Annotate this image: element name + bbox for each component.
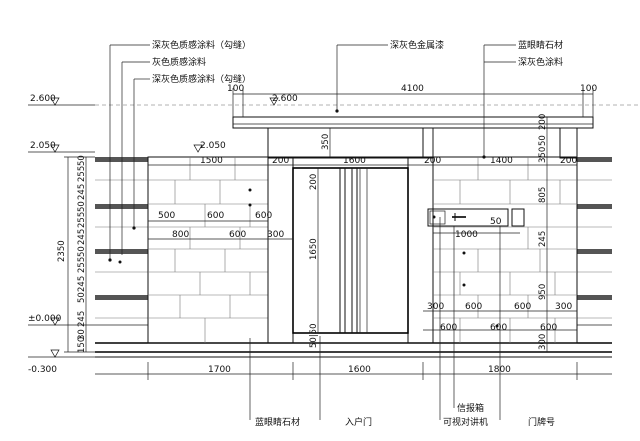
label-dark-grey-paint: 深灰色涂料 <box>518 56 563 68</box>
dim-top-1400: 1400 <box>490 156 513 166</box>
dim-lw-600c: 600 <box>229 230 246 240</box>
label-dark-grey-metal: 深灰色金属漆 <box>390 39 444 51</box>
level-2050-mid: 2.050 <box>193 141 226 153</box>
dim-rw-600d: 600 <box>490 323 507 333</box>
dim-805: 805 <box>538 187 548 203</box>
dim-245: 245 <box>538 231 548 247</box>
dim-lw-300: 300 <box>267 230 284 240</box>
inner-vertical-dims: 350 200 1650 50|50 200 50 350 805 245 95… <box>309 114 548 352</box>
level-minus300: -0.300 <box>28 349 95 375</box>
canopy <box>232 116 594 159</box>
dim-bottom-1700: 1700 <box>208 365 231 375</box>
dim-left-seg-1: 255 <box>77 166 87 182</box>
dim-rw-600b: 600 <box>514 302 531 312</box>
dim-bottom-1800: 1800 <box>488 365 511 375</box>
dim-door-200: 200 <box>309 174 319 190</box>
label-dark-grey-textured-2: 深灰色质感涂料（勾缝） <box>152 73 251 85</box>
dim-left-seg-3: 50 <box>77 201 87 212</box>
entry-door <box>339 168 368 333</box>
label-dark-grey-textured: 深灰色质感涂料（勾缝） <box>152 39 251 51</box>
bottom-dims: 1700 1600 1800 <box>95 362 612 380</box>
label-blue-eye-stone: 蓝眼睛石材 <box>518 39 563 51</box>
dim-bottom-1600: 1600 <box>348 365 371 375</box>
dim-left-seg-7: 255 <box>77 257 87 273</box>
label-grey-textured: 灰色质感涂料 <box>152 56 206 68</box>
dim-top-100a: 100 <box>227 84 244 94</box>
level-2600-left-text: 2.600 <box>30 94 56 104</box>
dim-right-200: 200 <box>538 114 548 130</box>
dim-left-seg-10: 245 <box>77 311 87 327</box>
dim-lw-500: 500 <box>158 211 175 221</box>
dim-left-seg-2: 245 <box>77 184 87 200</box>
right-wall-panel <box>432 156 578 344</box>
dim-top-1600: 1600 <box>343 156 366 166</box>
mailbox <box>427 208 509 227</box>
dim-350: 350 <box>321 134 331 150</box>
dim-lw-800: 800 <box>172 230 189 240</box>
dim-box-50: 50 <box>490 217 502 227</box>
dim-top-100b: 100 <box>580 84 597 94</box>
dim-right-300: 300 <box>538 334 548 350</box>
dim-rw-300a: 300 <box>427 302 444 312</box>
dim-top-4100: 4100 <box>401 84 424 94</box>
dim-top-200a: 200 <box>272 156 289 166</box>
dim-left-seg-5: 245 <box>77 229 87 245</box>
bottom-labels: 蓝眼睛石材 入户门 信报箱 可视对讲机 门牌号 <box>249 217 555 428</box>
dim-2350: 2350 <box>57 240 67 262</box>
dim-rw-600e: 600 <box>540 323 557 333</box>
top-dims-row1: 100 4100 100 <box>227 84 597 117</box>
level-2600-mid-text: 2.600 <box>272 94 298 104</box>
dim-top-1500: 1500 <box>200 156 223 166</box>
level-2600-left: 2.600 <box>28 94 640 106</box>
dim-top-200c: 200 <box>560 156 577 166</box>
intercom-box <box>511 208 525 227</box>
top-dims-row2: 1500 200 1600 200 1400 200 <box>148 156 577 166</box>
dim-left-seg-4: 255 <box>77 212 87 228</box>
left-side-wall <box>95 157 148 319</box>
door-frame <box>267 156 434 344</box>
dim-rw-300b: 300 <box>555 302 572 312</box>
dim-950: 950 <box>538 284 548 300</box>
dim-lw-600a: 600 <box>207 211 224 221</box>
left-wall-panel <box>147 156 269 344</box>
dim-left-seg-9: 50 <box>77 292 87 303</box>
level-2050-mid-text: 2.050 <box>200 141 226 151</box>
top-labels: 深灰色质感涂料（勾缝） 灰色质感涂料 深灰色质感涂料（勾缝） 深灰色金属漆 蓝眼… <box>108 39 563 262</box>
dim-lw-600b: 600 <box>255 211 272 221</box>
label-bottom-stone: 蓝眼睛石材 <box>255 416 300 428</box>
level-0-text: ±0.000 <box>28 314 62 324</box>
dim-rw-600a: 600 <box>465 302 482 312</box>
level-2600-mid: 2.600 <box>269 94 298 106</box>
label-mailbox: 信报箱 <box>457 402 484 414</box>
label-entry-door: 入户门 <box>345 416 372 428</box>
dim-left-seg-11: 30 <box>77 329 87 340</box>
door-plate-marker <box>432 215 436 219</box>
right-side-wall <box>577 157 612 319</box>
left-vertical-dims: 2350 50 255 245 50 255 245 50 255 245 50… <box>57 155 95 353</box>
material-markers <box>118 188 499 328</box>
left-wall-dims: 500 600 600 800 600 300 <box>148 211 293 240</box>
dim-right-350: 350 <box>538 147 548 163</box>
dim-rw-1000: 1000 <box>455 230 478 240</box>
dim-1650: 1650 <box>309 238 319 260</box>
dim-50-50: 50|50 <box>309 324 319 349</box>
dim-rw-600c: 600 <box>440 323 457 333</box>
level-0: ±0.000 <box>28 314 95 326</box>
dim-left-seg-0: 50 <box>77 155 87 166</box>
dim-left-seg-6: 50 <box>77 246 87 257</box>
dim-left-seg-12: 150 <box>77 337 87 353</box>
dim-left-seg-8: 245 <box>77 276 87 292</box>
dim-top-200b: 200 <box>424 156 441 166</box>
level-2050-left: 2.050 <box>28 141 95 153</box>
level-2050-left-text: 2.050 <box>30 141 56 151</box>
level-minus300-text: -0.300 <box>28 365 57 375</box>
label-intercom: 可视对讲机 <box>443 416 488 428</box>
label-door-plate: 门牌号 <box>528 416 555 428</box>
dim-right-50: 50 <box>538 135 548 146</box>
